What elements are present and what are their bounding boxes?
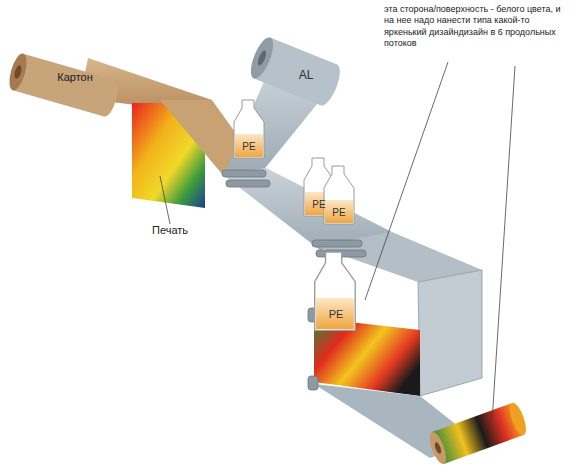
note-text: эта сторона/поверхность - белого цвета, … xyxy=(384,4,572,49)
roll-label-box: AL xyxy=(288,64,324,86)
node-text: PE xyxy=(312,199,325,210)
cardboard-roll xyxy=(6,52,121,119)
resin-bottle xyxy=(315,252,356,330)
node-text: PE xyxy=(242,141,255,152)
resin-bottle-box: PE xyxy=(304,194,334,214)
resin-bottle-box: PE xyxy=(316,302,356,326)
process-label: Печать xyxy=(152,224,212,238)
resin-bottle-box: PE xyxy=(324,202,354,222)
node-text: AL xyxy=(299,68,314,82)
resin-bottle xyxy=(234,100,264,158)
roll-label-box: Картон xyxy=(45,66,105,88)
laminate-web xyxy=(418,270,482,396)
leader-line xyxy=(492,66,515,422)
resin-bottle xyxy=(324,166,354,224)
node-text: PE xyxy=(332,207,345,218)
leader-line xyxy=(160,176,170,224)
laminate-roll xyxy=(427,401,530,466)
node-text: PE xyxy=(329,308,344,320)
node-text: Картон xyxy=(57,71,93,83)
leader-line xyxy=(365,62,448,300)
resin-bottle-box: PE xyxy=(234,136,264,156)
aluminium-roll xyxy=(246,35,344,109)
